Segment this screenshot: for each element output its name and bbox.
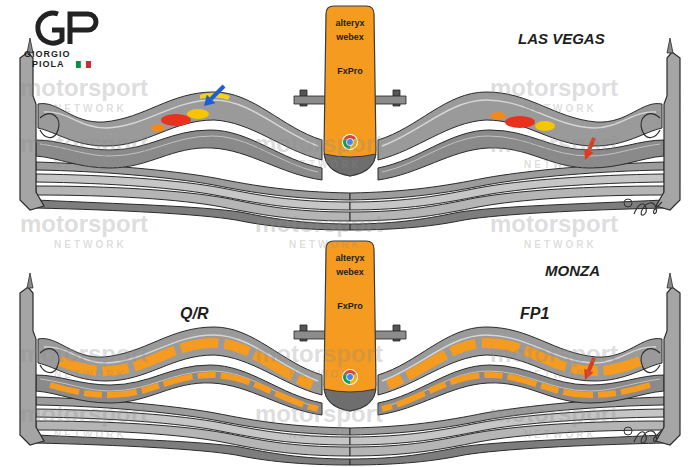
copyright-mark <box>624 427 632 435</box>
sponsor-logo: webex <box>322 267 378 277</box>
watermark: motorsport <box>255 130 383 158</box>
paint-mark <box>505 116 535 128</box>
paint-mark <box>151 124 165 132</box>
signature-scribble <box>634 430 662 443</box>
watermark: NETWORK <box>54 369 127 381</box>
flag <box>76 61 81 68</box>
flag <box>86 61 91 68</box>
flag <box>81 61 86 68</box>
watermark: NETWORK <box>524 103 597 115</box>
watermark: NETWORK <box>289 429 362 441</box>
watermark: motorsport <box>255 210 383 238</box>
front-wing-las-vegas <box>20 6 680 230</box>
section-heading: MONZA <box>545 262 600 279</box>
watermark: motorsport <box>20 74 148 102</box>
arrow-head <box>204 95 215 106</box>
watermark: NETWORK <box>289 369 362 381</box>
watermark: motorsport <box>20 210 148 238</box>
arrow-shaft <box>211 86 224 99</box>
watermark: motorsport <box>490 74 618 102</box>
sponsor-logo: alteryx <box>322 253 378 263</box>
session-label: FP1 <box>520 305 549 323</box>
logo-g <box>38 13 62 43</box>
watermark: motorsport <box>490 130 618 158</box>
watermark: motorsport <box>490 210 618 238</box>
signature <box>624 427 662 443</box>
watermark: motorsport <box>490 400 618 428</box>
brand-name: PIOLA <box>32 59 65 69</box>
front-wing-monza <box>20 241 680 465</box>
logo-p <box>70 14 96 44</box>
sponsor-logo: FxPro <box>322 301 378 311</box>
paint-mark <box>161 114 191 126</box>
sponsor-logo: FxPro <box>322 66 378 76</box>
section-heading: LAS VEGAS <box>518 30 605 47</box>
watermark: NETWORK <box>54 239 127 251</box>
watermark: NETWORK <box>54 103 127 115</box>
watermark: motorsport <box>255 400 383 428</box>
paint-mark <box>490 112 506 120</box>
watermark: NETWORK <box>524 429 597 441</box>
watermark: NETWORK <box>524 369 597 381</box>
paint-mark <box>187 109 209 119</box>
paint-mark <box>535 121 555 131</box>
sponsor-logo: webex <box>322 32 378 42</box>
watermark: motorsport <box>255 340 383 368</box>
copyright-mark <box>624 199 632 207</box>
watermark: motorsport <box>490 340 618 368</box>
sponsor-logo: alteryx <box>322 18 378 28</box>
watermark: NETWORK <box>524 239 597 251</box>
watermark: NETWORK <box>289 159 362 171</box>
watermark: motorsport <box>20 130 148 158</box>
signature-scribble <box>634 202 662 215</box>
session-label: Q/R <box>180 305 208 323</box>
watermark: NETWORK <box>54 429 127 441</box>
signature <box>624 199 662 215</box>
watermark: NETWORK <box>289 239 362 251</box>
watermark: motorsport <box>20 340 148 368</box>
brand-name: GIORGIO <box>24 49 71 59</box>
watermark: NETWORK <box>54 159 127 171</box>
watermark: NETWORK <box>524 159 597 171</box>
watermark: motorsport <box>20 400 148 428</box>
blue-arrow <box>204 86 224 106</box>
